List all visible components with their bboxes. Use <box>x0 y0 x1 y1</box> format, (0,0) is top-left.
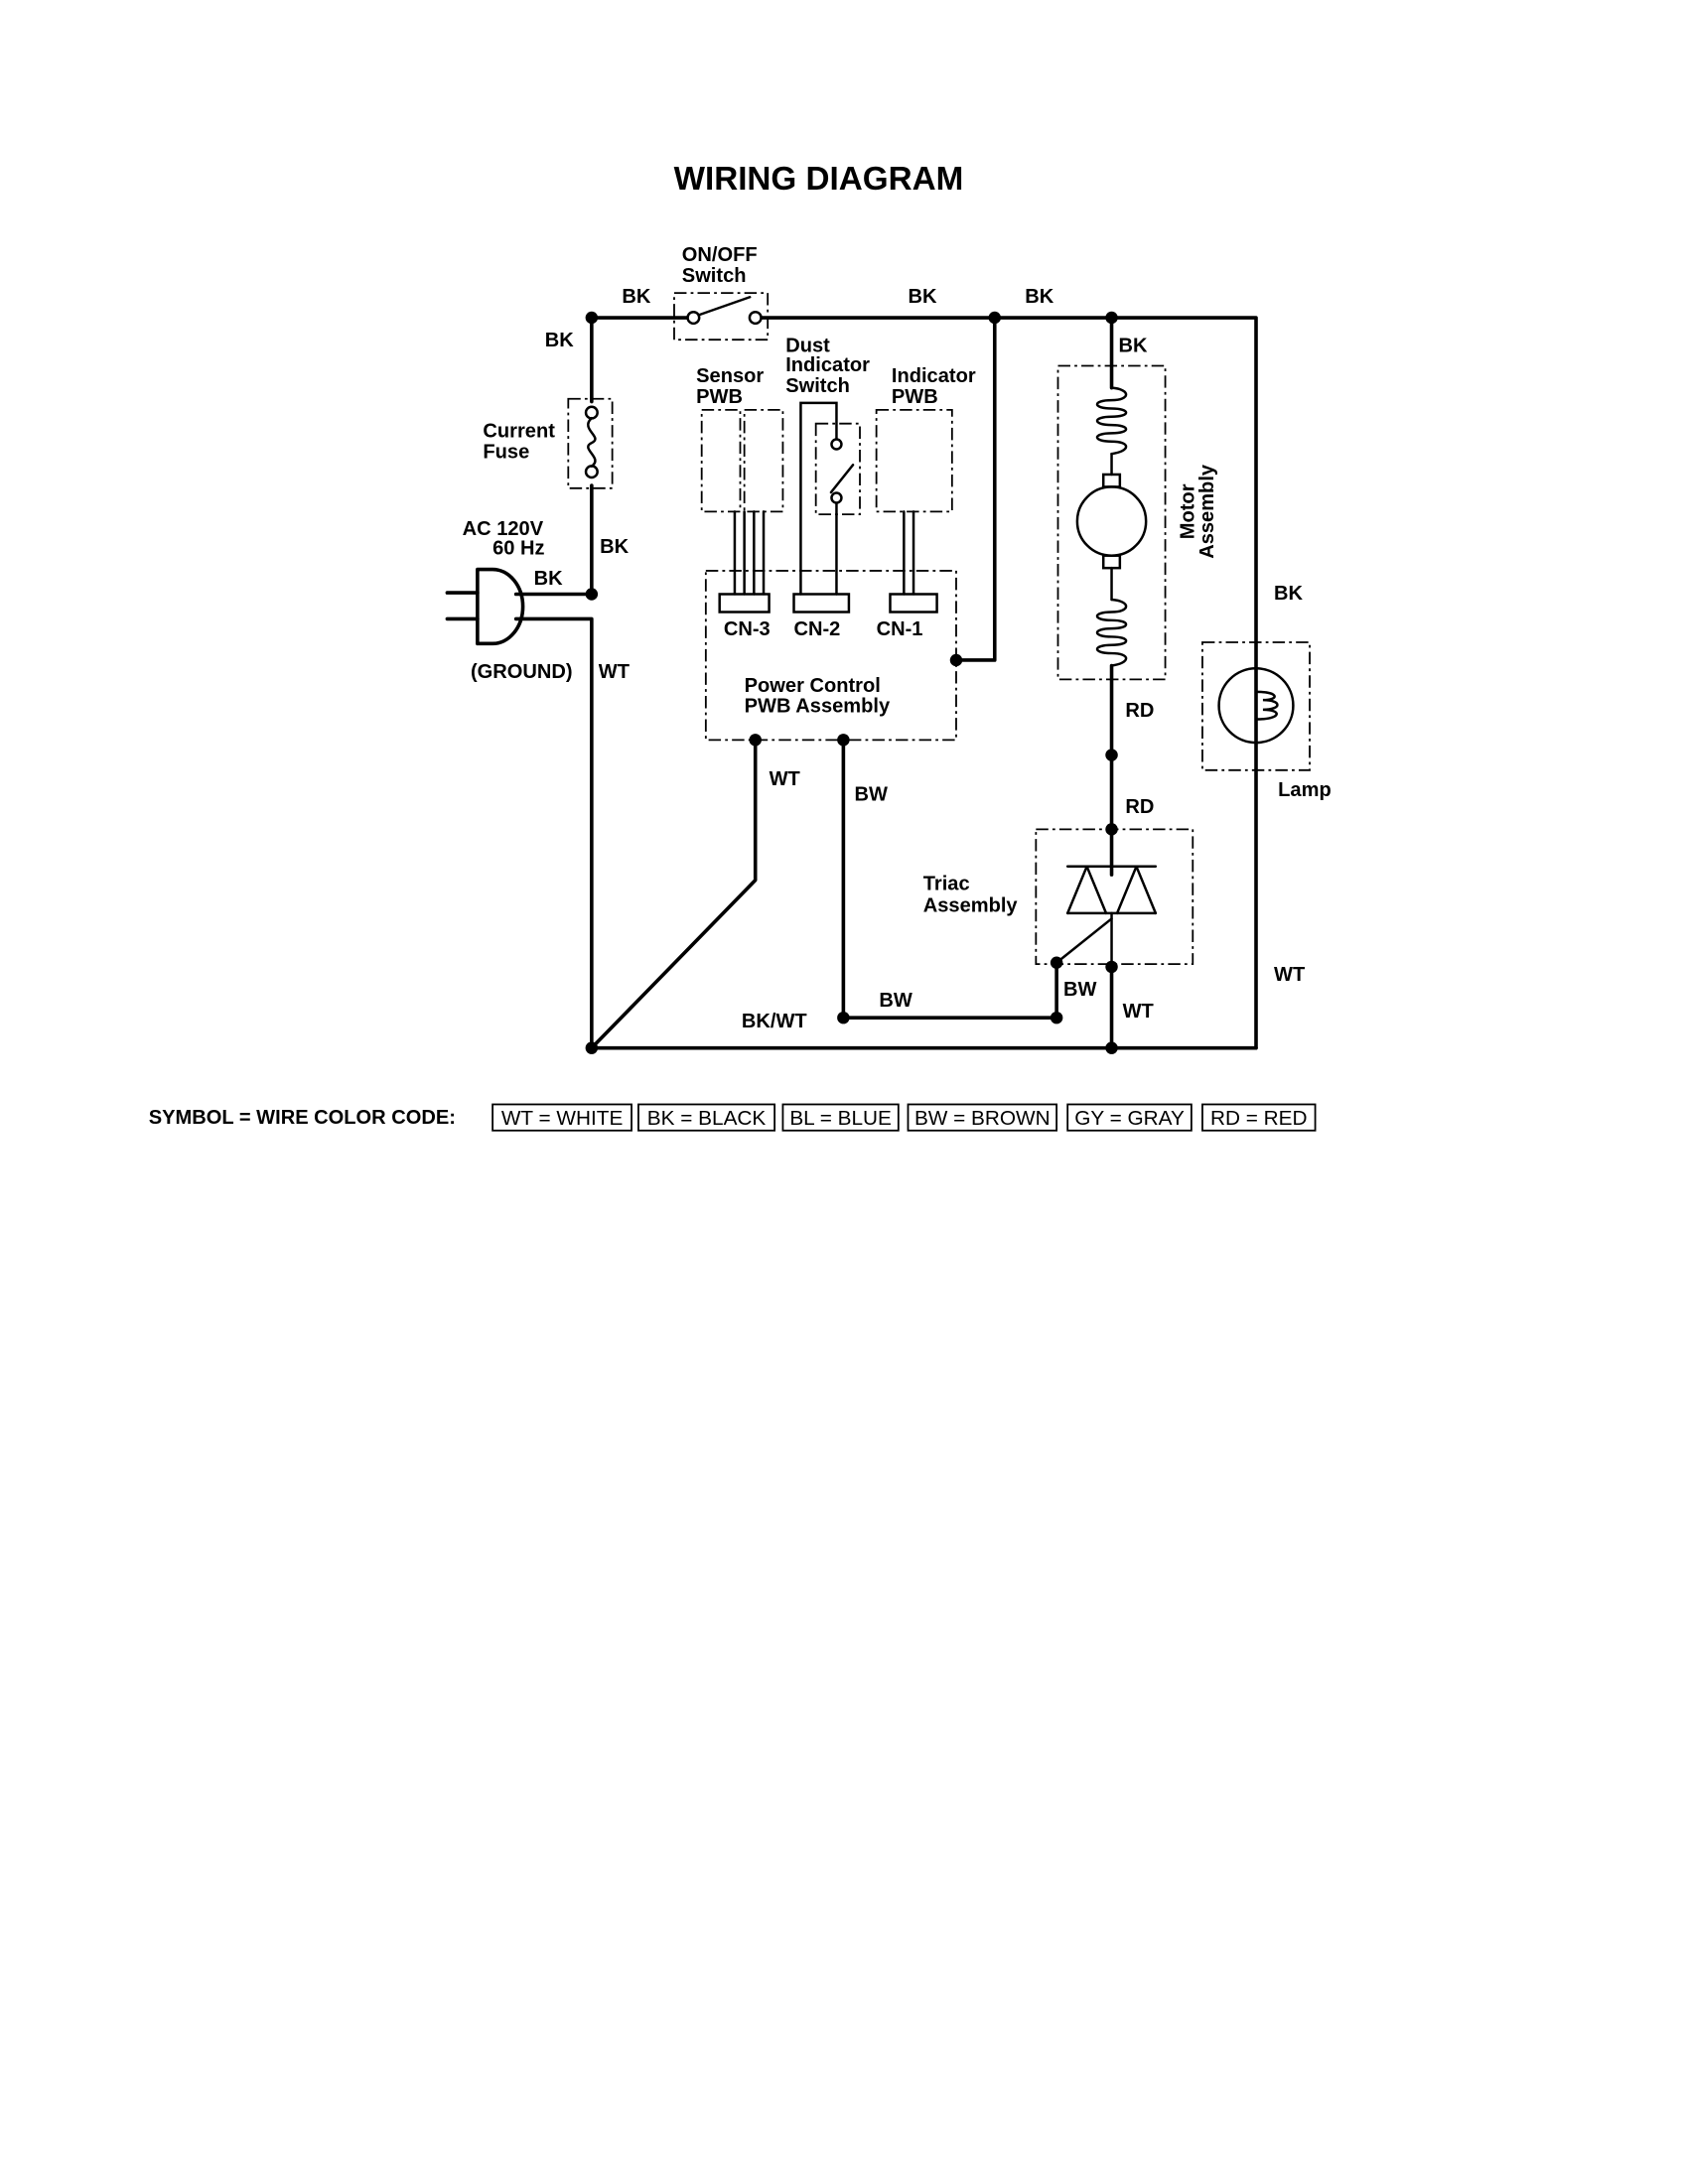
wire-label: RD <box>1125 700 1154 722</box>
sensor-pwb: Sensor PWB <box>696 365 784 596</box>
triac-label: Assembly <box>923 895 1019 917</box>
legend-code: BL = BLUE <box>789 1107 892 1130</box>
dust-switch-label: Indicator <box>785 354 870 376</box>
legend-box <box>907 1103 1058 1132</box>
junction-dot <box>1105 1041 1118 1054</box>
legend-code: WT = WHITE <box>501 1107 623 1130</box>
motor-icon <box>1075 485 1148 557</box>
junction-dot <box>837 1011 850 1024</box>
current-fuse-label: Current <box>483 421 555 443</box>
wire-plug-white <box>513 616 594 1050</box>
wire-label: WT <box>599 661 631 683</box>
sensor-pwb-label: Sensor <box>696 365 764 387</box>
wire-top-right <box>753 316 1258 1050</box>
wire-label: BK <box>622 286 650 308</box>
junction-dot <box>585 311 599 325</box>
indicator-pwb-label: PWB <box>892 386 938 408</box>
lamp-label: Lamp <box>1278 779 1332 801</box>
current-fuse-label: Fuse <box>483 441 529 463</box>
connector-label: CN-3 <box>724 618 771 640</box>
junction-dot <box>585 588 599 601</box>
junction-dot <box>1105 311 1118 325</box>
power-control-label: PWB Assembly <box>745 696 891 718</box>
wire-labels: BK BK BK BK BK BK WT BK RD RD BK WT WT B… <box>534 286 1306 1032</box>
wire-label: WT <box>1274 964 1306 986</box>
wire-label: BK/WT <box>742 1011 808 1032</box>
triac-assembly: Triac Assembly <box>923 828 1194 966</box>
plug-body-icon <box>476 567 525 646</box>
legend-box <box>781 1103 900 1132</box>
dust-switch-label: Dust <box>785 336 830 357</box>
legend-code: BK = BLACK <box>647 1107 767 1130</box>
legend-box <box>1066 1103 1193 1132</box>
indicator-pwb-label: Indicator <box>892 365 976 387</box>
wire-color-legend: SYMBOL = WIRE COLOR CODE: WT = WHITE BK … <box>149 1103 1317 1132</box>
legend-box <box>491 1103 632 1132</box>
ground-label: (GROUND) <box>471 661 573 683</box>
connector-label: CN-1 <box>877 618 923 640</box>
motor-assembly-label: Assembly <box>1196 464 1218 559</box>
wire-label: RD <box>1125 796 1154 818</box>
wire-label: BK <box>908 286 936 308</box>
power-source-label: 60 Hz <box>492 537 544 559</box>
plug-prong-icon <box>445 591 480 621</box>
connector-cn3 <box>718 593 771 614</box>
connector-cn1 <box>889 593 938 614</box>
wire-label: BK <box>600 536 629 558</box>
wire-label: BW <box>1063 979 1096 1001</box>
wire-pcb-white <box>590 738 758 1050</box>
junction-dot <box>585 1041 599 1054</box>
legend-box <box>637 1103 776 1132</box>
wire-label: BK <box>1025 286 1053 308</box>
connector-label: CN-2 <box>794 618 841 640</box>
motor-assembly-label: Motor <box>1178 483 1199 539</box>
current-fuse: Current Fuse <box>483 397 614 489</box>
wire-label: BW <box>854 783 887 805</box>
legend-code: BW = BROWN <box>914 1107 1051 1130</box>
junction-dot <box>988 311 1002 325</box>
wire-label: BK <box>1118 336 1147 357</box>
dust-switch-label: Switch <box>785 375 850 397</box>
junction-dot <box>949 653 963 667</box>
junction-dot <box>1050 1011 1063 1024</box>
wire-label: BK <box>545 330 574 351</box>
power-source-label: AC 120V <box>463 518 544 540</box>
wires <box>513 316 1258 1050</box>
wire-label: WT <box>770 768 801 790</box>
wire-pcb-brown <box>841 738 1058 1020</box>
sensor-pwb-label: PWB <box>696 386 743 408</box>
diagram-title: WIRING DIAGRAM <box>674 161 964 198</box>
triac-icon <box>1065 865 1158 915</box>
dust-indicator-switch: Dust Indicator Switch <box>785 336 870 596</box>
wire-label: BK <box>1274 583 1303 605</box>
indicator-pwb: Indicator PWB <box>875 365 976 596</box>
wire-label: WT <box>1123 1001 1155 1023</box>
junction-dot <box>1105 749 1118 761</box>
power-control-pwb: CN-3 CN-2 CN-1 Power Control PWB Assembl… <box>704 570 957 742</box>
legend-box <box>1201 1103 1317 1132</box>
legend-caption: SYMBOL = WIRE COLOR CODE: <box>149 1107 456 1129</box>
power-plug: AC 120V 60 Hz (GROUND) <box>445 518 573 683</box>
lamp: Lamp <box>1201 641 1332 801</box>
wire-label: BK <box>534 568 563 590</box>
on-off-switch: ON/OFF Switch <box>673 244 770 341</box>
wire-label: BW <box>879 990 912 1012</box>
on-off-switch-label: Switch <box>682 265 747 287</box>
motor-coil-icon <box>1095 598 1128 667</box>
motor-coil-icon <box>1095 386 1128 456</box>
on-off-switch-label: ON/OFF <box>682 244 758 266</box>
motor-assembly: Motor Assembly <box>1056 364 1218 681</box>
triac-label: Triac <box>923 873 970 894</box>
legend-code: RD = RED <box>1210 1107 1308 1130</box>
wire-pcb-black <box>954 316 997 662</box>
connector-cn2 <box>792 593 851 614</box>
power-control-label: Power Control <box>745 675 881 697</box>
legend-code: GY = GRAY <box>1074 1107 1185 1130</box>
